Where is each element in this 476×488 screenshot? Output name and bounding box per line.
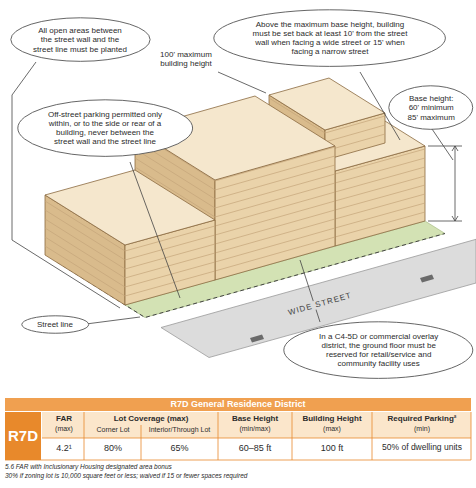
callout-bubble: Above the maximum base height, building … xyxy=(213,9,446,67)
car xyxy=(250,335,264,343)
floor-line xyxy=(125,226,215,251)
floor-line xyxy=(215,147,335,181)
callout-bubble: In a C4-5D or commercial overlay distric… xyxy=(283,321,474,379)
table-header: Base Height xyxy=(220,414,290,423)
footnote: 5.6 FAR with Inclusionary Housing design… xyxy=(5,463,471,470)
floor-line xyxy=(215,228,335,262)
table-cell: 60–85 ft xyxy=(220,443,290,453)
table-cell: 4.2¹ xyxy=(44,443,84,453)
table xyxy=(5,412,471,460)
floor-line xyxy=(215,156,335,190)
table-heading: R7D xyxy=(8,427,38,444)
floor-line xyxy=(215,201,335,235)
floor-line xyxy=(215,183,335,217)
floor-line xyxy=(215,219,335,253)
callout-text: In a C4-5D or commercial overlay distric… xyxy=(314,332,444,369)
table-header: Building Height xyxy=(294,414,370,423)
callout-bubble: Off-street parking permitted only within… xyxy=(17,99,193,157)
table-cell: 100 ft xyxy=(294,443,370,453)
floor-line xyxy=(215,237,335,271)
table-header: Interior/Through Lot xyxy=(142,426,217,434)
floor-line xyxy=(325,125,385,142)
callout-text: Above the maximum base height, building … xyxy=(250,20,410,57)
table-header: (max) xyxy=(294,425,370,433)
table-cell: 80% xyxy=(86,443,140,453)
table-header: (min) xyxy=(374,425,470,433)
table-header: Lot Coverage (max) xyxy=(86,414,216,423)
floor-line xyxy=(45,210,125,260)
floor-line xyxy=(325,116,385,133)
floor-line xyxy=(45,237,125,287)
leader-lines xyxy=(12,62,453,324)
floor-line xyxy=(215,174,335,208)
left-wing xyxy=(45,170,215,305)
callout-text: 100' maximum building height xyxy=(155,50,217,68)
floor-line xyxy=(45,219,125,269)
callout-bubble: Base height: 60' minimum 85' maximum xyxy=(388,85,474,130)
callout-bubble: All open areas between the street wall a… xyxy=(10,17,151,62)
floor-line xyxy=(215,210,335,244)
floor-line xyxy=(45,201,125,251)
table-cell: 50% of dwelling units xyxy=(374,443,470,453)
footnote: 30% if zoning lot is 10,000 square feet … xyxy=(5,472,471,479)
callout-text: Street line xyxy=(33,320,77,329)
table-cell: 65% xyxy=(142,443,217,453)
dimension-line xyxy=(428,146,462,221)
floor-line xyxy=(215,192,335,226)
callout-text: Off-street parking permitted only within… xyxy=(45,110,165,147)
table-header: Corner Lot xyxy=(86,426,140,434)
table-header: FAR xyxy=(44,414,84,423)
callout-text: All open areas between the street wall a… xyxy=(32,26,127,54)
table-header: Required Parking² xyxy=(374,414,470,423)
table-heading: R7D General Residence District xyxy=(170,399,305,409)
floor-line xyxy=(45,246,125,296)
floor-line xyxy=(45,228,125,278)
car xyxy=(420,275,434,283)
district-box: R7D xyxy=(5,412,41,460)
table-header: (min/max) xyxy=(220,425,290,433)
callout-text: Base height: 60' minimum 85' maximum xyxy=(403,94,459,122)
callout-bubble: Street line xyxy=(21,315,89,334)
table-header: (max) xyxy=(44,425,84,433)
floor-line xyxy=(215,165,335,199)
table-title-band: R7D General Residence District xyxy=(5,398,471,411)
